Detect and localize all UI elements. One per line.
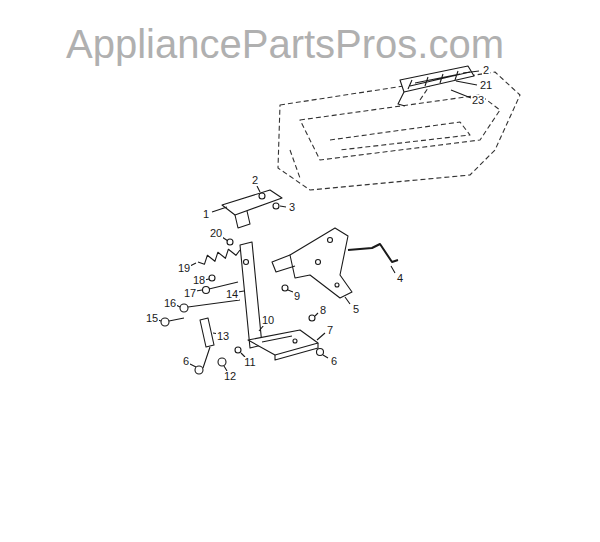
callout-number: 4 [396,273,404,284]
callout-number: 3 [288,202,296,213]
callout-number: 7 [326,325,334,336]
watermark: AppliancePartsPros.com [66,24,504,64]
callout-number: 16 [163,298,177,309]
callout-number: 8 [319,305,327,316]
callout-number: 2 [251,175,259,186]
callout-number: 23 [471,95,485,106]
callout-number: 14 [225,289,239,300]
callout-number: 2 [482,65,490,76]
callout-number: 6 [182,356,190,367]
callout-number: 19 [177,263,191,274]
callout-number: 12 [223,371,237,382]
callout-number: 13 [216,331,230,342]
callout-number: 9 [293,291,301,302]
callout-number: 21 [479,80,493,91]
callout-number: 20 [209,228,223,239]
callout-number: 15 [145,313,159,324]
callout-number: 17 [183,288,197,299]
callout-number: 1 [202,209,210,220]
callout-number: 10 [261,315,275,326]
callout-number: 6 [330,356,338,367]
callout-number: 11 [243,357,256,368]
callout-number: 18 [192,275,206,286]
callout-number: 5 [352,304,360,315]
